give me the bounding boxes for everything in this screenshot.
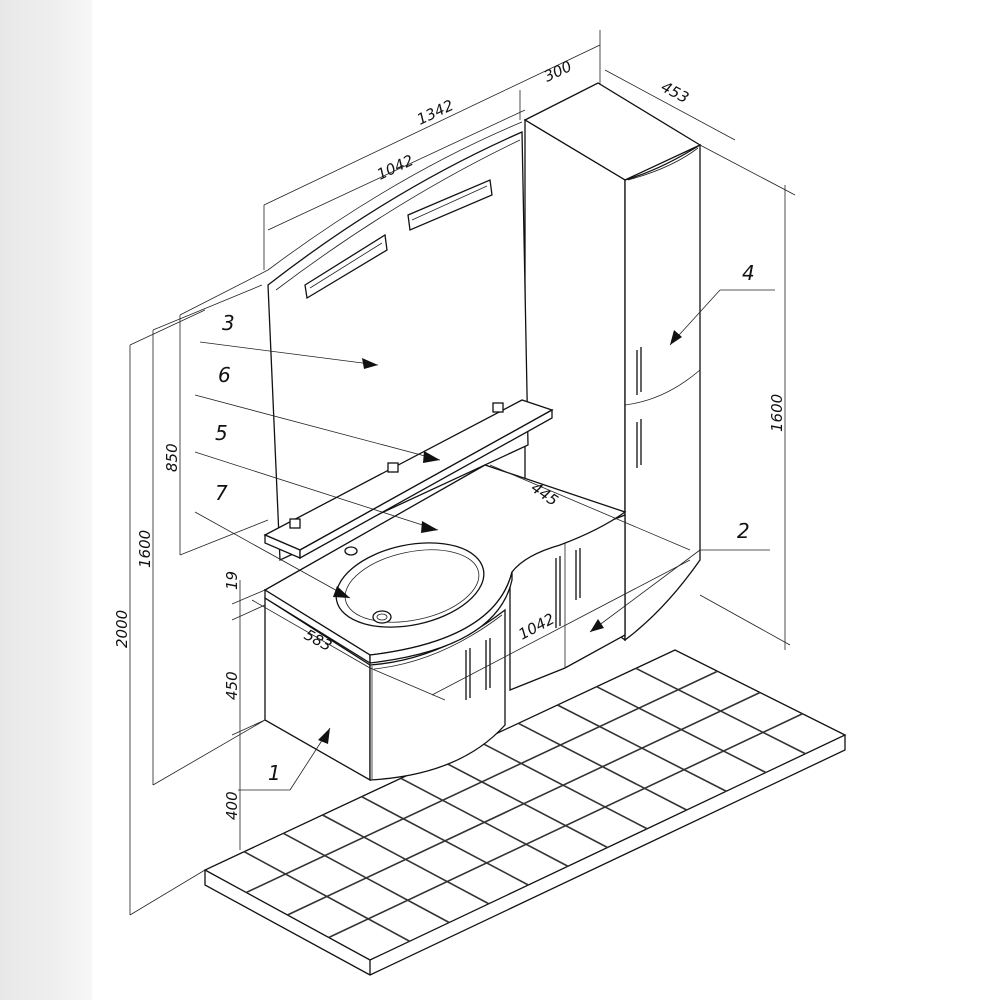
dim-leg-height: 400 (223, 791, 241, 820)
tile-joint (287, 691, 761, 916)
tile-joint (245, 670, 718, 894)
callout-2: 2 (737, 519, 750, 543)
callout-7: 7 (215, 481, 228, 505)
dim-column-height: 1600 (768, 394, 786, 432)
glass-shelf (263, 399, 554, 560)
countertop-washbasin (263, 464, 627, 665)
callout-6: 6 (218, 363, 231, 387)
dim-column-depth: 300 (541, 57, 575, 85)
page-binding-strip (0, 0, 92, 1000)
dim-mirror-width: 1042 (374, 151, 416, 183)
dim-mirror-height: 850 (163, 443, 181, 472)
tile-joint (328, 713, 803, 939)
vanity-cabinet (264, 596, 506, 782)
dim-worktop-thickness: 19 (223, 571, 241, 590)
callout-1: 1 (268, 761, 281, 785)
leader-lines (194, 289, 775, 791)
floor-tiles (203, 649, 847, 976)
dim-total-height: 2000 (113, 610, 131, 648)
dim-mount-height: 1600 (136, 530, 154, 568)
dim-column-width: 453 (658, 78, 692, 107)
callout-5: 5 (215, 421, 228, 445)
callout-3: 3 (222, 311, 235, 335)
callout-4: 4 (742, 261, 755, 285)
dimension-lines (129, 30, 796, 916)
dim-cabinet-height: 450 (223, 671, 241, 700)
